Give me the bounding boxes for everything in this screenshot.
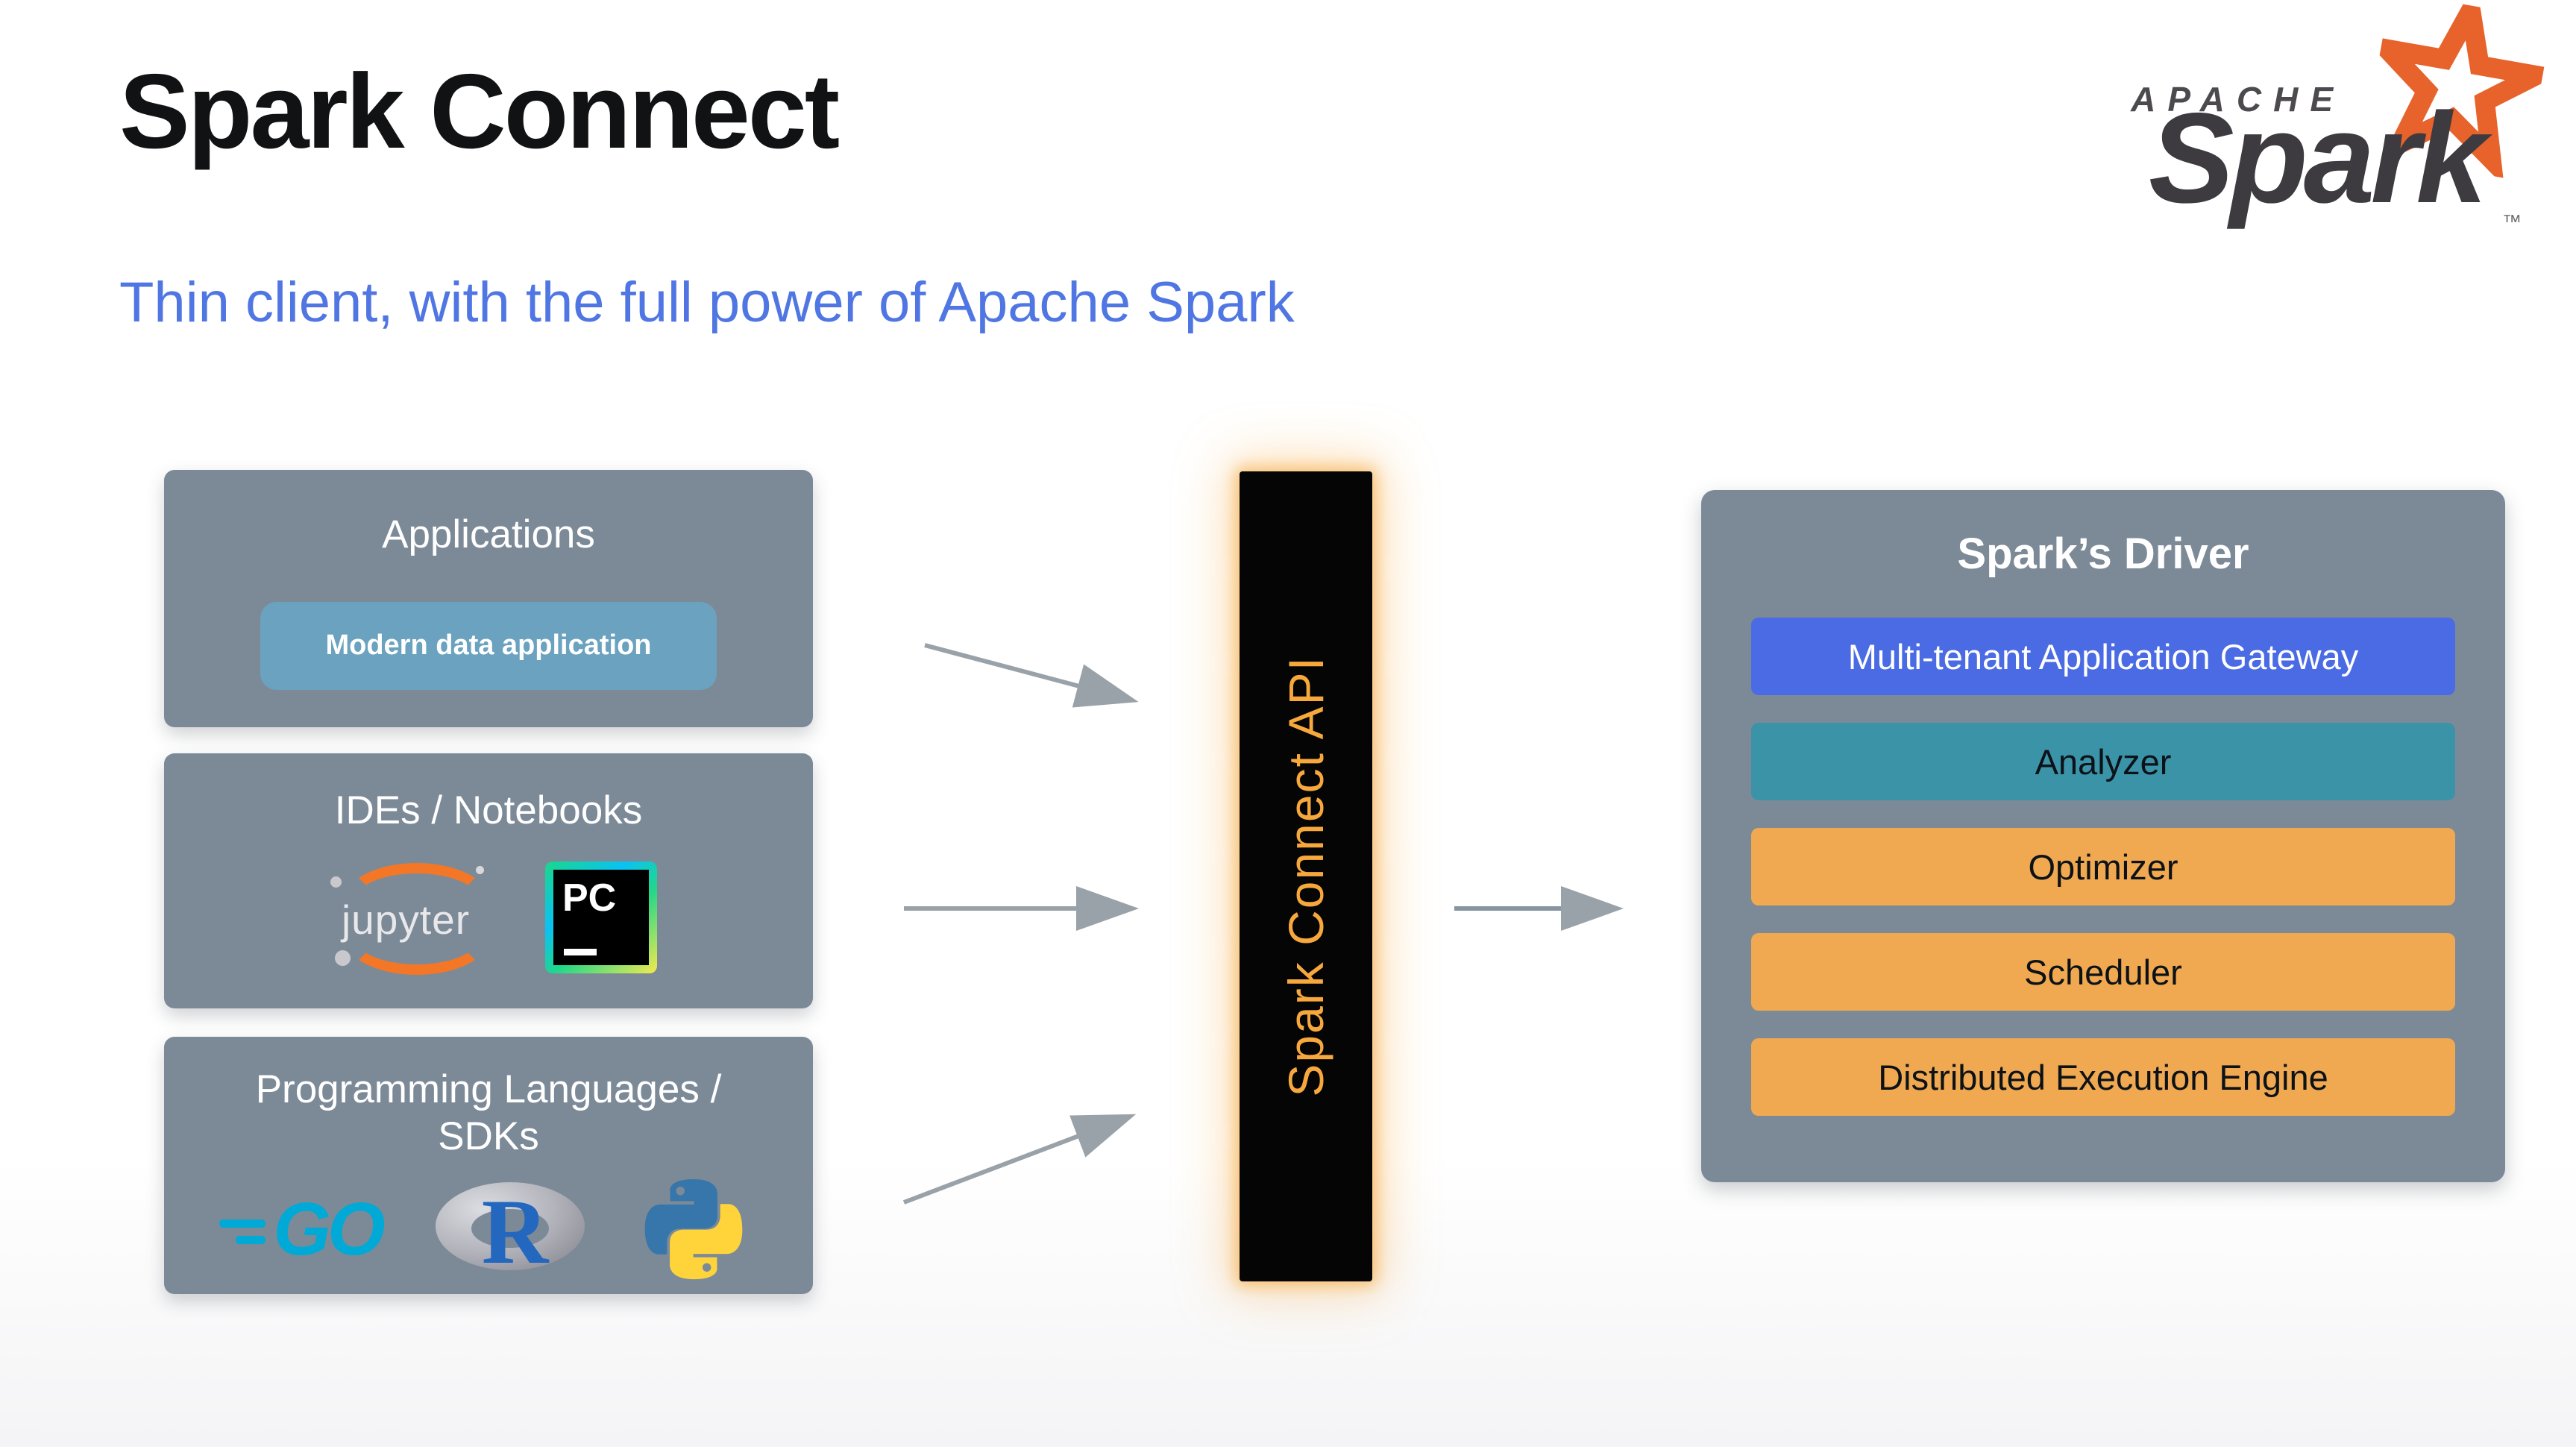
arrow-applications-to-api [924,643,1139,708]
panel-applications-title: Applications [382,512,595,556]
go-speed-line [219,1219,266,1228]
driver-row-analyzer: Analyzer [1751,723,2455,800]
driver-row-scheduler: Scheduler [1751,933,2455,1011]
panel-programming-languages: Programming Languages / SDKs GO R [164,1037,813,1294]
page-subtitle: Thin client, with the full power of Apac… [119,271,1295,334]
jupyter-dot [476,865,484,874]
languages-logo-row: GO R [219,1173,749,1285]
ides-logo-row: jupyter PC [320,847,657,988]
brand-apache-text: APACHE [2131,80,2345,119]
brand-trademark: ™ [2502,210,2522,233]
pycharm-inner: PC [553,869,649,965]
apache-spark-logo: APACHE Spark ™ [2087,0,2553,249]
spark-driver-rows: Multi-tenant Application Gateway Analyze… [1751,618,2455,1116]
panel-ides-title: IDEs / Notebooks [334,788,643,832]
brand-spark-text: Spark [2148,87,2487,230]
arrow-languages-to-api [902,1114,1137,1205]
pycharm-logo-icon: PC [545,861,657,973]
go-logo-icon: GO [219,1187,386,1272]
spark-driver-title: Spark’s Driver [1957,530,2249,578]
r-ring [435,1182,585,1271]
driver-row-optimizer: Optimizer [1751,828,2455,905]
pycharm-underscore [564,948,597,955]
r-letter: R [481,1181,549,1284]
driver-row-application-gateway: Multi-tenant Application Gateway [1751,618,2455,695]
go-speed-line [236,1235,266,1244]
jupyter-dot [330,876,342,888]
python-logo-icon [644,1179,743,1280]
modern-data-application-chip: Modern data application [260,601,717,690]
spark-driver-panel: Spark’s Driver Multi-tenant Application … [1701,490,2505,1182]
go-wordmark: GO [273,1187,386,1271]
pycharm-letters: PC [562,876,617,920]
jupyter-logo-icon: jupyter [320,847,491,988]
spark-connect-api-label: Spark Connect API [1278,656,1333,1097]
panel-ides-notebooks: IDEs / Notebooks jupyter PC [164,753,813,1008]
r-logo-icon: R [435,1173,585,1285]
spark-connect-api-bar: Spark Connect API [1240,471,1372,1281]
panel-languages-title: Programming Languages / SDKs [255,1067,722,1158]
jupyter-dot [335,950,351,966]
driver-row-execution-engine: Distributed Execution Engine [1751,1038,2455,1116]
panel-applications: Applications Modern data application [164,470,813,727]
page-title: Spark Connect [119,52,840,171]
spark-star-icon [2362,0,2553,182]
jupyter-wordmark: jupyter [341,896,471,943]
